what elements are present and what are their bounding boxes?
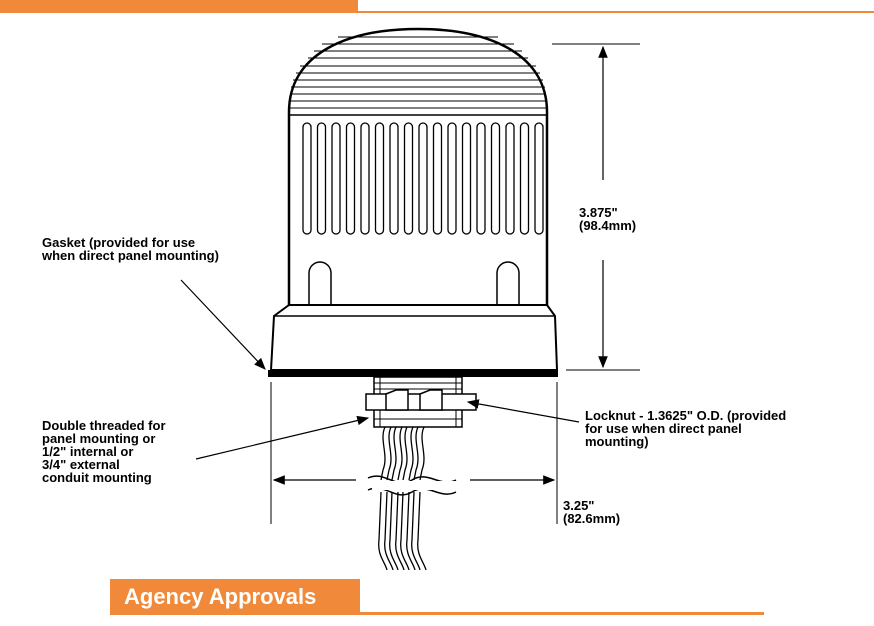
lens-flute — [403, 122, 414, 235]
threaded-leader — [195, 415, 370, 460]
dome-ridges — [289, 36, 547, 109]
lens-flute — [316, 122, 327, 235]
section-rule — [360, 612, 764, 615]
lens-flute — [432, 122, 443, 235]
lens-flute — [389, 122, 399, 235]
lens-flute — [302, 122, 312, 235]
gasket-label: Gasket (provided for use when direct pan… — [42, 235, 219, 263]
mounting-post-right — [496, 261, 520, 305]
locknut-leader — [466, 399, 580, 423]
lens-flute — [418, 122, 428, 235]
lens-flute — [461, 122, 472, 235]
gasket — [268, 370, 558, 377]
lead-wire — [384, 426, 394, 571]
lens-flutes — [302, 122, 544, 235]
lens-flute — [476, 122, 486, 235]
header-rule — [358, 11, 874, 13]
lead-wires — [378, 426, 427, 571]
header-tab — [0, 0, 358, 13]
lead-wire — [417, 426, 427, 571]
lens-flute — [534, 122, 544, 235]
lens-flute — [345, 122, 356, 235]
locknut-label: Locknut - 1.3625" O.D. (provided for use… — [585, 408, 787, 449]
lead-wire — [378, 426, 388, 571]
lead-wire — [389, 426, 399, 571]
height-dimension-label: 3.875" (98.4mm) — [579, 205, 637, 233]
lens-flute — [447, 122, 457, 235]
lens-flute — [331, 122, 341, 235]
lens-flute — [505, 122, 515, 235]
beacon-base — [269, 304, 559, 371]
lead-wire — [395, 426, 405, 571]
mounting-post-left — [308, 261, 332, 305]
lens-flute — [490, 122, 501, 235]
threaded-label: Double threaded for panel mounting or 1/… — [42, 418, 166, 485]
lens-flute — [519, 122, 530, 235]
section-heading: Agency Approvals — [110, 579, 360, 615]
beacon-dome — [287, 27, 549, 305]
gasket-leader — [180, 279, 266, 370]
lead-wire — [400, 426, 410, 571]
lens-flute — [360, 122, 370, 235]
lead-wire — [411, 426, 421, 571]
lead-wire — [406, 426, 416, 571]
lens-flute — [374, 122, 385, 235]
width-dimension-label: 3.25" (82.6mm) — [563, 498, 621, 526]
